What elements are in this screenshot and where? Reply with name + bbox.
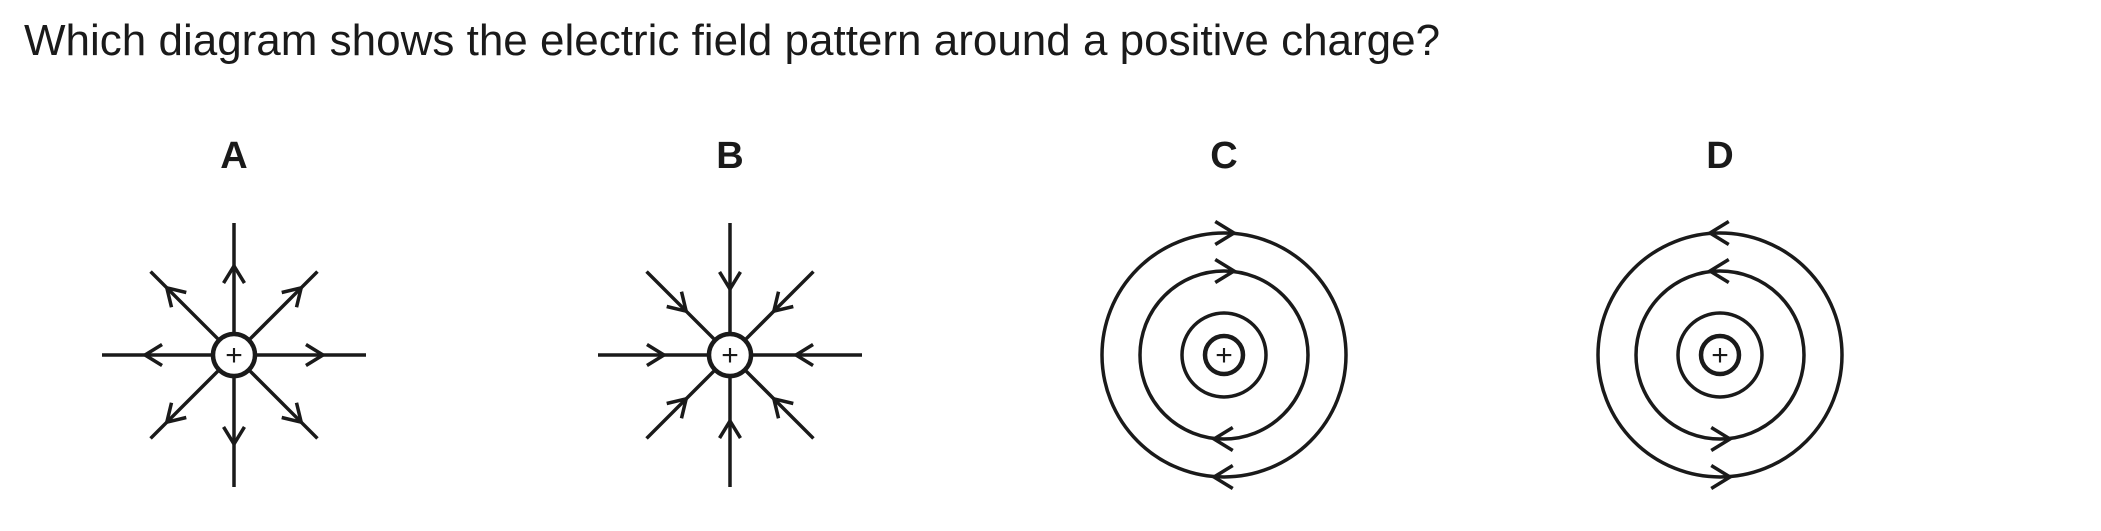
positive-charge [1698,333,1742,377]
charge-symbol: + [1711,339,1729,372]
field-circle [1180,311,1268,399]
field-arrow [281,402,304,425]
positive-charge [1202,333,1246,377]
option-b-label: B [716,135,743,177]
field-arrow [164,285,187,308]
field-arrow [1210,464,1234,490]
field-arrow [222,426,246,448]
option-d-label: D [1706,135,1733,177]
field-arrow [1214,220,1238,246]
field-arrow [222,262,246,284]
field-arrow [1210,426,1234,452]
field-arrow [666,291,689,314]
field-arrow [771,291,794,314]
field-arrow [1706,220,1730,246]
option-d[interactable]: D + [1596,135,1844,490]
field-circle [1634,269,1806,441]
field-arrow [141,343,163,367]
charge-symbol: + [1215,339,1233,372]
field-line [248,270,319,341]
positive-charge [210,331,258,379]
field-arrow [646,343,668,367]
charge-symbol: + [225,339,243,372]
field-line [149,369,220,440]
field-circle [1100,231,1348,479]
field-circle [1676,311,1764,399]
field-arrow [718,417,742,439]
field-line [248,369,319,440]
option-a-label: A [220,135,247,177]
field-line [149,270,220,341]
option-c-diagram: + [1100,220,1348,490]
field-arrow [666,396,689,419]
field-line [744,369,815,440]
positive-charge [706,331,754,379]
field-arrow [1710,464,1734,490]
field-arrow [1706,258,1730,284]
field-line [744,270,815,341]
field-arrow [1710,426,1734,452]
option-b-diagram: + [598,223,862,487]
field-arrow [1214,258,1238,284]
field-arrow [305,343,327,367]
field-arrow [281,285,304,308]
field-arrow [792,343,814,367]
option-d-diagram: + [1596,220,1844,490]
field-arrow [771,396,794,419]
field-arrow [164,402,187,425]
question-text: Which diagram shows the electric field p… [24,16,1441,65]
option-a-diagram: + [102,223,366,487]
option-a[interactable]: A + [102,135,366,487]
charge-symbol: + [721,339,739,372]
field-arrow [718,271,742,293]
field-line [645,369,716,440]
field-line [645,270,716,341]
option-b[interactable]: B + [598,135,862,487]
option-c[interactable]: C + [1100,135,1348,490]
field-circle [1138,269,1310,441]
field-circle [1596,231,1844,479]
option-c-label: C [1210,135,1237,177]
